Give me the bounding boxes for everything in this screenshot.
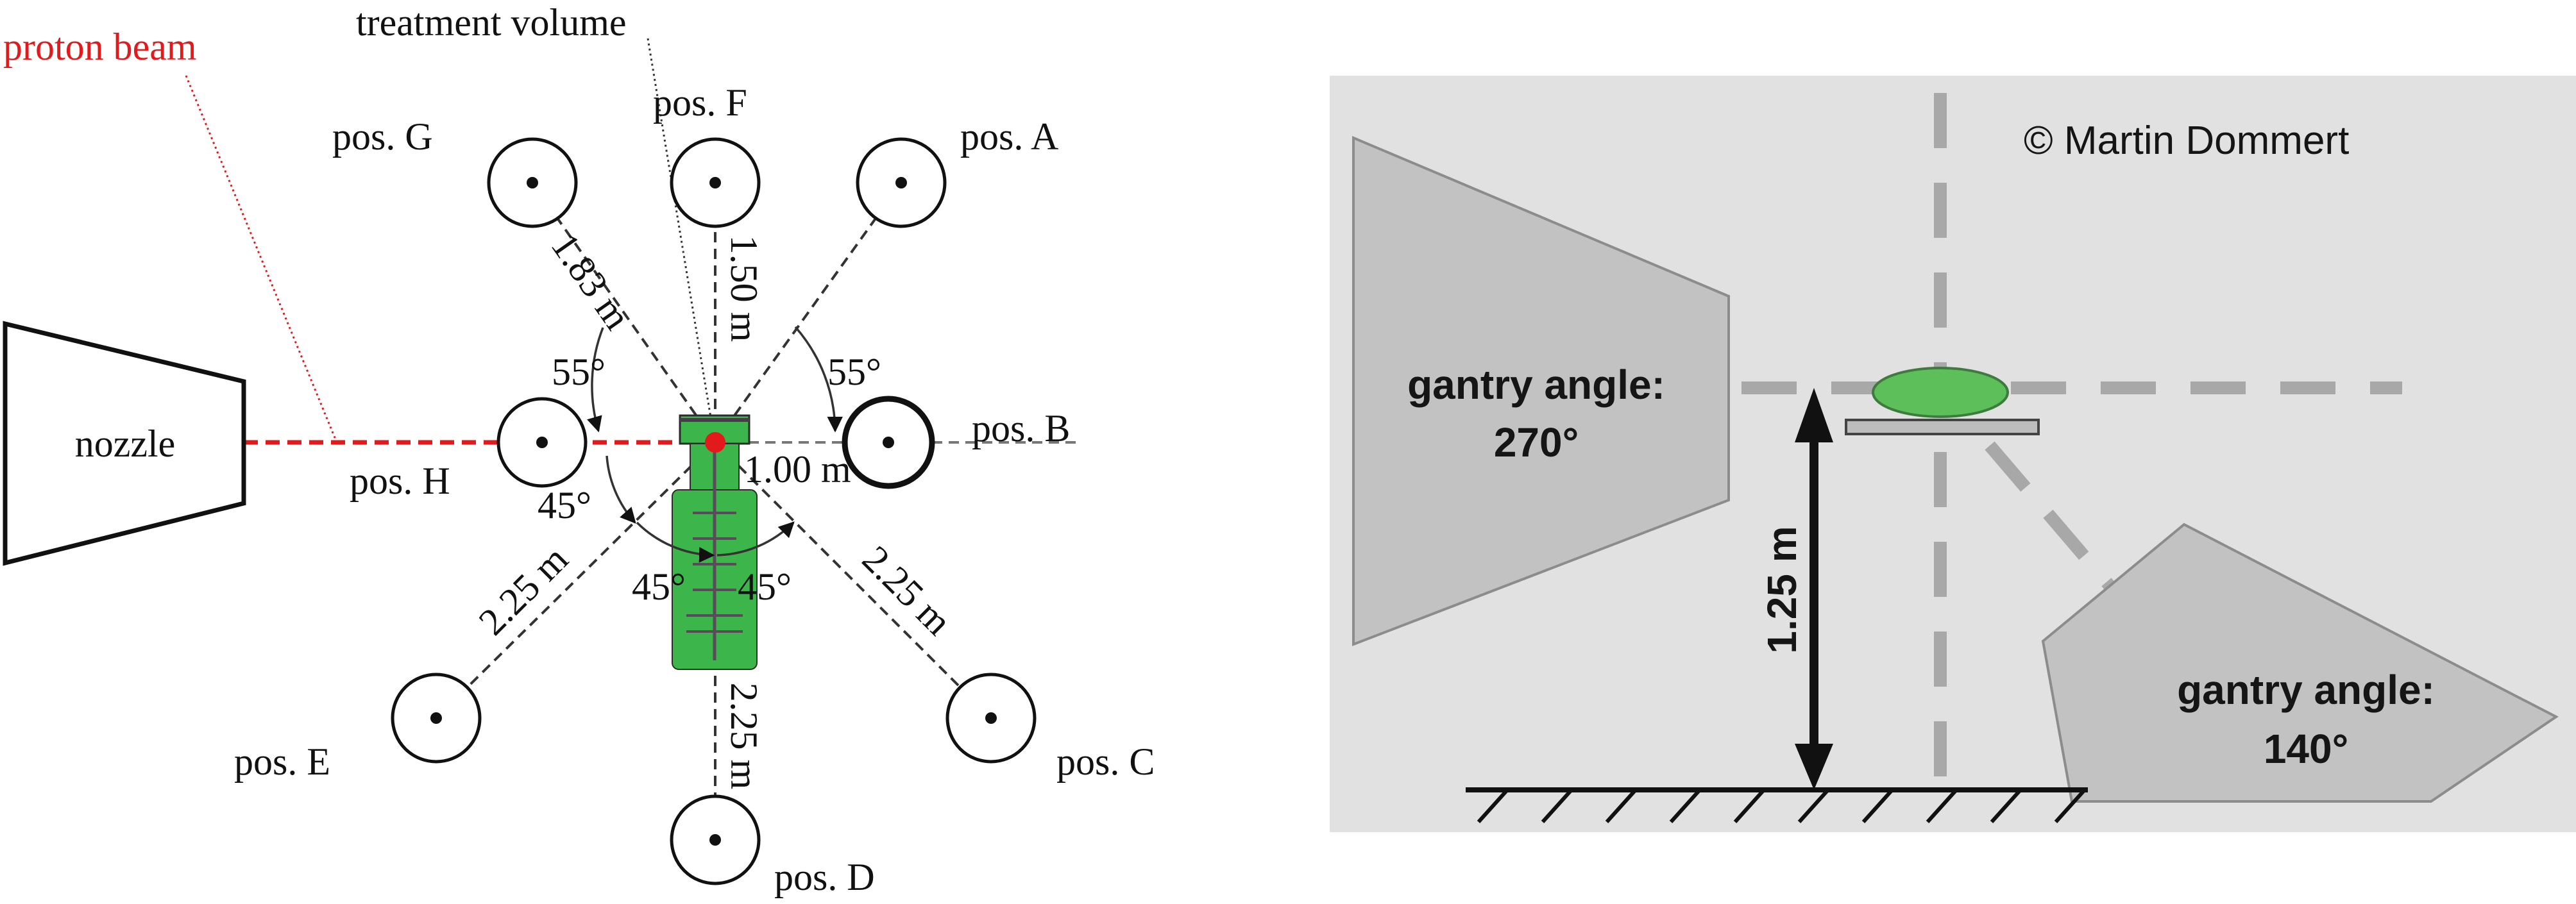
left-schematic: nozzle xyxy=(3,1,1155,898)
target-ellipse xyxy=(1872,367,2009,418)
nozzle-shape xyxy=(3,321,246,566)
detector-dots xyxy=(430,177,997,846)
gantry-270-label: gantry angle: xyxy=(1407,362,1665,408)
gantry-140-label: gantry angle: xyxy=(2177,667,2435,713)
gantry-270-value: 270° xyxy=(1494,419,1579,465)
distance-c-label: 2.25 m xyxy=(854,538,960,644)
pos-f-label: pos. F xyxy=(653,81,747,124)
angle-lower-right-label: 45° xyxy=(738,565,792,608)
pos-b-label: pos. B xyxy=(972,407,1070,449)
pos-a-label: pos. A xyxy=(960,115,1058,158)
angle-lower-left-label: 45° xyxy=(632,565,686,608)
copyright-label: © Martin Dommert xyxy=(2024,119,2349,163)
floor xyxy=(1466,787,2088,824)
angle-upper-right-label: 55° xyxy=(827,351,881,393)
nozzle-label: nozzle xyxy=(75,423,176,465)
diagonal-axis-line xyxy=(1985,441,2115,591)
pos-d-label: pos. D xyxy=(774,856,875,898)
right-gantry-panel: © Martin Dommert gantry angle: 270° gant… xyxy=(1330,76,2576,832)
gantry-head-270 xyxy=(1352,135,1730,646)
angle-arcs xyxy=(587,326,843,563)
pos-c-label: pos. C xyxy=(1056,741,1155,783)
position-lines xyxy=(435,181,1078,840)
distance-g-label: 1.83 m xyxy=(543,225,640,337)
phantom-body xyxy=(672,414,758,670)
proton-beam-label: proton beam xyxy=(3,26,197,68)
distance-f-label: 1.50 m xyxy=(723,235,765,342)
height-arrow xyxy=(1795,388,1833,790)
distance-b-label: 1.00 m xyxy=(744,448,851,490)
gantry-140-value: 140° xyxy=(2264,726,2348,772)
height-label: 1.25 m xyxy=(1759,526,1805,653)
pos-h-label: pos. H xyxy=(350,460,450,502)
patient-couch xyxy=(1845,419,2040,435)
pos-e-label: pos. E xyxy=(234,741,330,783)
angle-upper-left-label: 55° xyxy=(552,351,606,393)
distance-e-label: 2.25 m xyxy=(471,538,577,644)
gantry-head-140 xyxy=(2041,523,2559,803)
pos-g-label: pos. G xyxy=(332,115,433,158)
angle-left-label: 45° xyxy=(538,484,591,526)
distance-d-label: 2.25 m xyxy=(723,683,765,790)
treatment-volume-marker xyxy=(705,432,725,453)
treatment-volume-label: treatment volume xyxy=(356,1,627,44)
